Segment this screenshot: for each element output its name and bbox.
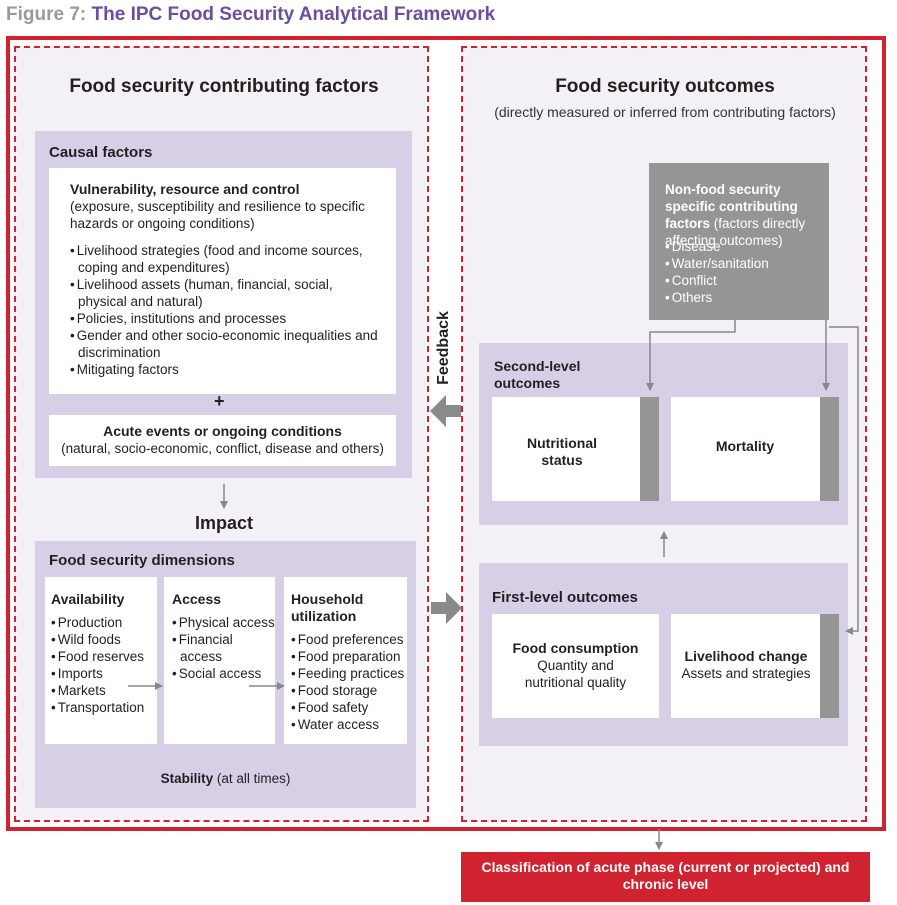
plus-sign: + (214, 391, 225, 411)
stability-rest: (at all times) (216, 771, 291, 786)
list-item: Water access (291, 716, 406, 733)
feedback-label: Feedback (435, 311, 452, 385)
list-item: Water/sanitation (665, 255, 825, 272)
mortality-bar (820, 397, 839, 501)
food-consumption-box (492, 614, 659, 718)
non-food-list: Disease Water/sanitation Conflict Others (665, 238, 825, 306)
figure-label: Figure 7: (6, 4, 87, 25)
list-item: Food preferences (291, 631, 406, 648)
list-item: Social access (172, 665, 276, 682)
list-item: Imports (51, 665, 157, 682)
right-panel-subheading: (directly measured or inferred from cont… (494, 104, 836, 120)
figure-title-text: The IPC Food Security Analytical Framewo… (91, 4, 496, 25)
list-item: Food safety (291, 699, 406, 716)
list-item: Others (665, 289, 825, 306)
figure-title: Figure 7: The IPC Food Security Analytic… (6, 4, 495, 26)
vulnerability-title: Vulnerability, resource and control (70, 181, 300, 197)
food-consumption-detail: Quantity and nutritional quality (524, 658, 627, 690)
list-item: Food reserves (51, 648, 157, 665)
acute-events-box (49, 415, 396, 466)
list-item: Gender and other socio-economic inequali… (70, 327, 385, 361)
dimensions-heading: Food security dimensions (49, 552, 235, 569)
livelihood-change-detail: Assets and strategies (681, 666, 811, 681)
livelihood-change-title: Livelihood change (684, 648, 808, 664)
non-food-title: Non-food security specific contributing … (665, 182, 798, 231)
food-consumption-title: Food consumption (512, 640, 639, 656)
livelihood-change-box (671, 614, 839, 718)
list-item: Conflict (665, 272, 825, 289)
availability-title: Availability (51, 591, 125, 607)
list-item: Wild foods (51, 631, 157, 648)
list-item: Livelihood assets (human, financial, soc… (70, 276, 385, 310)
causal-factors-heading: Causal factors (49, 144, 153, 161)
list-item: Mitigating factors (70, 361, 385, 378)
list-item: Physical access (172, 614, 276, 631)
utilization-list: Food preferences Food preparation Feedin… (291, 631, 406, 733)
list-item: Disease (665, 238, 825, 255)
classification-box: Classification of acute phase (current o… (461, 852, 870, 902)
impact-label: Impact (194, 513, 254, 533)
nutritional-status-box (492, 397, 659, 501)
mortality-label: Mortality (715, 438, 775, 454)
stability-label: Stability (at all times) (35, 770, 416, 787)
left-panel-heading: Food security contributing factors (69, 76, 379, 97)
livelihood-change-bar (820, 614, 839, 718)
mortality-box (671, 397, 839, 501)
stability-bold: Stability (160, 771, 214, 786)
list-item: Food preparation (291, 648, 406, 665)
list-item: Food storage (291, 682, 406, 699)
nutritional-status-label: Nutritional status (527, 435, 597, 468)
list-item: Feeding practices (291, 665, 406, 682)
acute-events-subtitle: (natural, socio-economic, conflict, dise… (61, 441, 384, 456)
list-item: Production (51, 614, 157, 631)
list-item: Policies, institutions and processes (70, 310, 385, 327)
list-item: Transportation (51, 699, 157, 716)
first-level-heading: First-level outcomes (492, 589, 638, 606)
access-list: Physical access Financial access Social … (172, 614, 276, 682)
vulnerability-subtitle: (exposure, susceptibility and resilience… (70, 199, 365, 231)
second-level-heading: Second-level outcomes (494, 358, 581, 391)
access-title: Access (172, 591, 222, 607)
classification-text: Classification of acute phase (current o… (481, 859, 850, 892)
availability-list: Production Wild foods Food reserves Impo… (51, 614, 157, 716)
list-item: Financial access (172, 631, 276, 665)
utilization-title: Household utilization (291, 591, 364, 624)
nutritional-status-bar (640, 397, 659, 501)
acute-events-title: Acute events or ongoing conditions (103, 423, 342, 439)
list-item: Markets (51, 682, 157, 699)
right-panel-heading: Food security outcomes (555, 76, 775, 97)
vulnerability-list: Livelihood strategies (food and income s… (70, 242, 385, 378)
list-item: Livelihood strategies (food and income s… (70, 242, 385, 276)
